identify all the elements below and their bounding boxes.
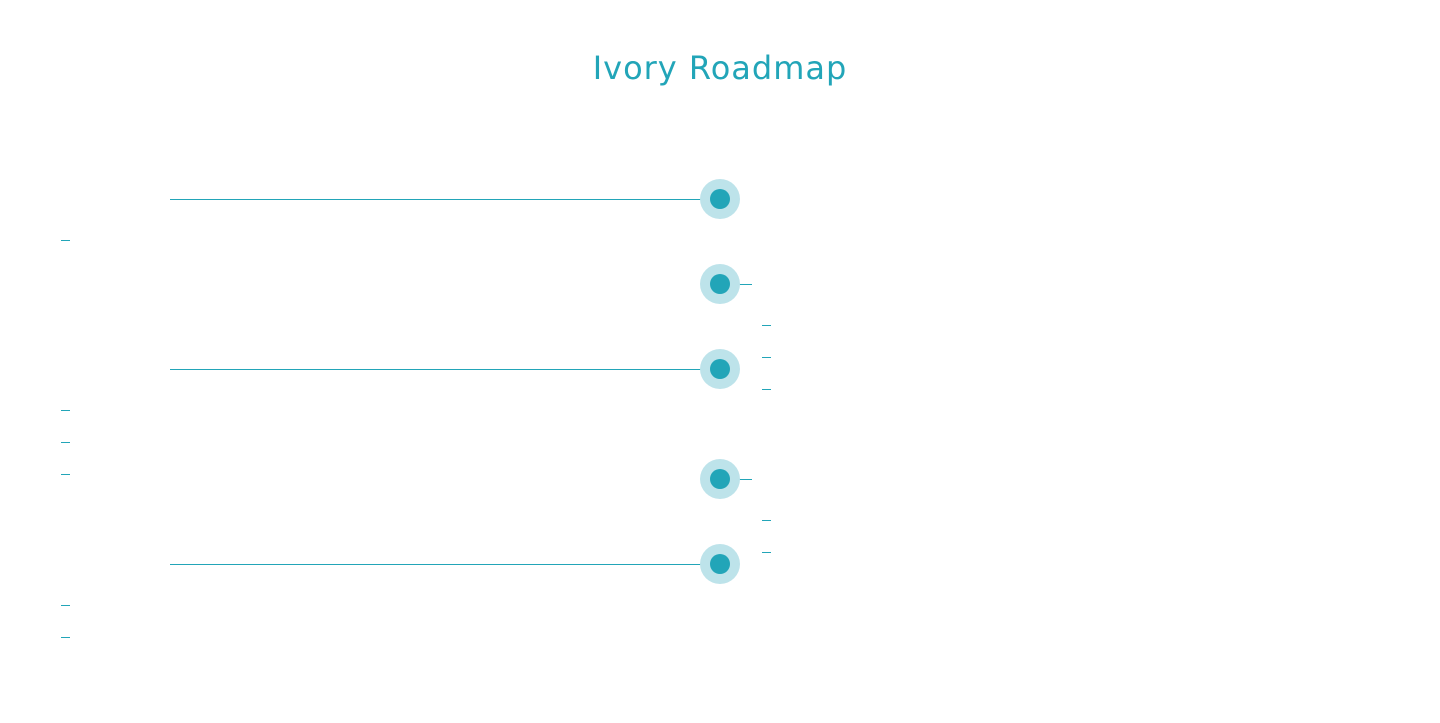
milestone-item (61, 401, 361, 411)
milestone-node (700, 544, 740, 584)
milestone-node (700, 349, 740, 389)
dash-bullet-icon (61, 410, 70, 411)
milestone-dot (710, 189, 730, 209)
milestone-connector (170, 564, 720, 565)
milestone-item (762, 543, 1062, 553)
milestone-item (61, 433, 361, 443)
milestone-dot (710, 274, 730, 294)
milestone-item (762, 348, 1062, 358)
milestone-item (61, 628, 361, 638)
milestone-item (762, 511, 1062, 521)
dash-bullet-icon (762, 389, 771, 390)
milestone-item (762, 380, 1062, 390)
milestone-connector (170, 369, 720, 370)
dash-bullet-icon (762, 552, 771, 553)
milestone-dot (710, 469, 730, 489)
milestone-dot (710, 359, 730, 379)
milestone-node (700, 459, 740, 499)
dash-bullet-icon (61, 442, 70, 443)
dash-bullet-icon (61, 474, 70, 475)
dash-bullet-icon (762, 357, 771, 358)
milestone-node (700, 264, 740, 304)
dash-bullet-icon (61, 637, 70, 638)
milestone-item (61, 596, 361, 606)
milestone-connector (170, 199, 720, 200)
dash-bullet-icon (762, 325, 771, 326)
milestone-item (61, 231, 361, 241)
milestone-dot (710, 554, 730, 574)
dash-bullet-icon (762, 520, 771, 521)
dash-bullet-icon (61, 240, 70, 241)
dash-bullet-icon (61, 605, 70, 606)
milestone-item (762, 316, 1062, 326)
page-title: Ivory Roadmap (592, 49, 848, 87)
milestone-item (61, 465, 361, 475)
milestone-node (700, 179, 740, 219)
